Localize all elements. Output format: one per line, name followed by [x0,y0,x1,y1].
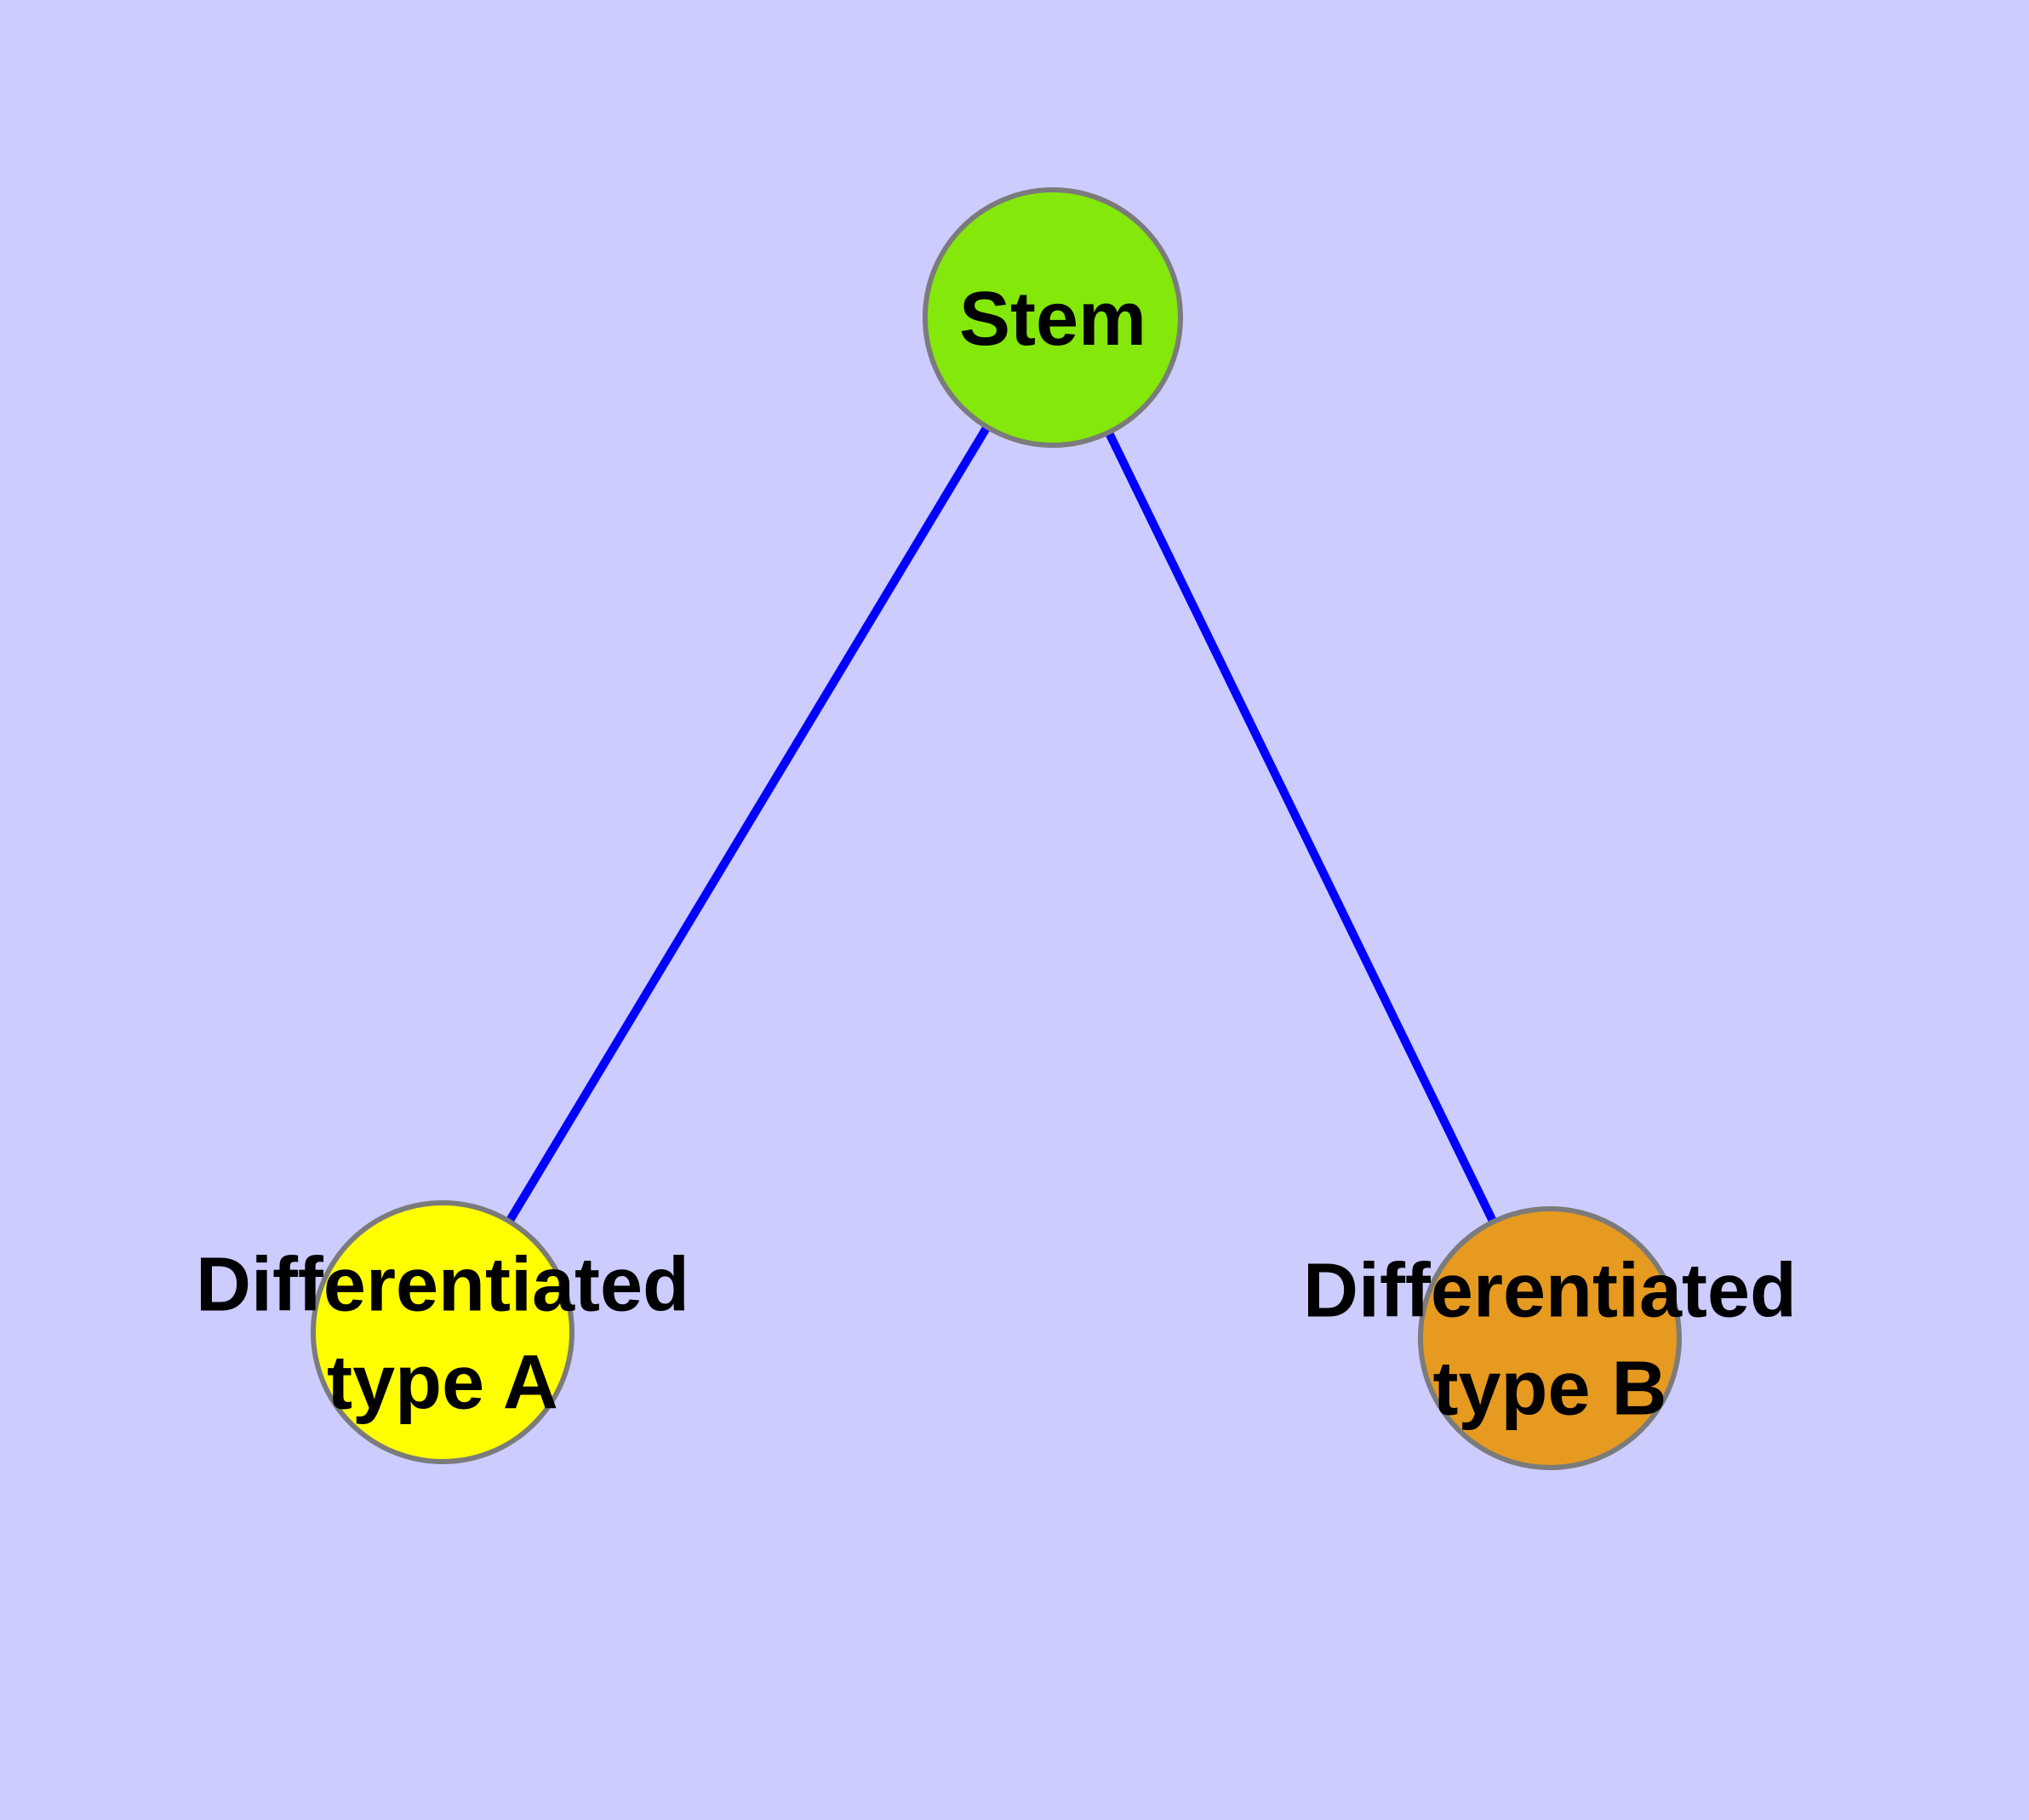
node-stem-circle [923,187,1183,448]
node-type-b-label-line2: type B [1432,1347,1666,1432]
node-type-b-circle [1418,1206,1682,1470]
edge-stem-type-a [438,315,1057,1335]
edge-stem-type-b [1049,315,1554,1341]
node-type-a-circle [311,1200,574,1464]
node-stem-label-line1: Stem [959,277,1146,362]
node-type-a-label-line1: Differentiated [196,1243,689,1328]
node-type-b-label-line1: Differentiated [1303,1249,1797,1334]
node-type-b: Differentiated type B [1303,1206,1797,1470]
node-stem: Stem [923,187,1183,448]
node-type-a: Differentiated type A [196,1200,689,1464]
node-type-a-label-line2: type A [327,1341,558,1426]
